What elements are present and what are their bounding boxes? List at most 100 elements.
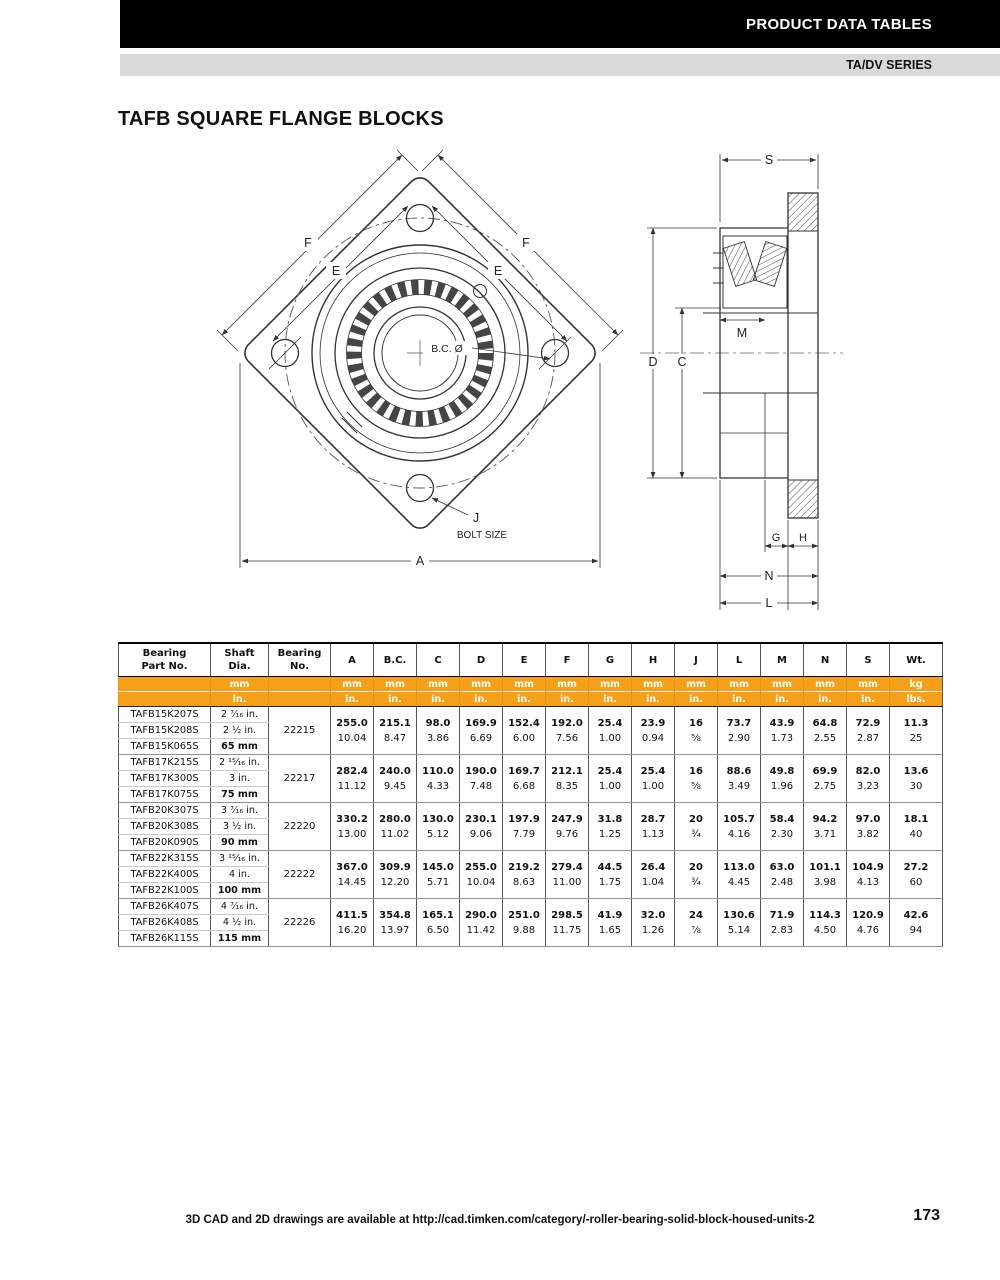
dimension-in-value: 30 — [909, 780, 923, 792]
units-top: mm — [417, 677, 459, 692]
bearing-part-number: TAFB20K307S — [118, 802, 211, 819]
dimension-mm-value: 58.4 — [769, 813, 795, 825]
dimension-in-value: 3.86 — [426, 732, 450, 744]
shaft-diameter: 75 mm — [210, 786, 269, 803]
dimension-mm-value: 219.2 — [508, 861, 540, 873]
dimension-mm-value: 192.0 — [551, 717, 583, 729]
bearing-number: 22217 — [268, 754, 331, 803]
dim-label-m: M — [737, 326, 747, 340]
dimension-in-value: 6.68 — [512, 780, 536, 792]
dim-label-a: A — [416, 554, 425, 568]
units-top — [119, 677, 210, 692]
dimension-mm-value: 98.0 — [425, 717, 451, 729]
bearing-part-number: TAFB22K100S — [118, 882, 211, 899]
dimension-in-value: 9.88 — [512, 924, 536, 936]
units-bottom: in. — [517, 693, 531, 705]
dimension-mm-value: 197.9 — [508, 813, 540, 825]
series-bar: TA/DV SERIES — [120, 54, 1000, 76]
dimension-mm-value: 73.7 — [726, 717, 752, 729]
dimension-in-value: 4.76 — [856, 924, 880, 936]
bearing-part-number: TAFB26K115S — [118, 930, 211, 947]
bearing-part-number: TAFB15K207S — [118, 706, 211, 723]
column-header: H — [631, 642, 675, 677]
dim-label-n: N — [764, 569, 773, 583]
units-cell — [268, 676, 331, 707]
dimension-mm-value: 20 — [689, 861, 703, 873]
dimension-mm-value: 104.9 — [852, 861, 884, 873]
series-label: TA/DV SERIES — [846, 58, 932, 72]
dimension-mm-value: 28.7 — [640, 813, 666, 825]
shaft-diameter: 3 in. — [210, 770, 269, 787]
page-number: 173 — [913, 1207, 940, 1224]
dimension-mm-value: 44.5 — [597, 861, 623, 873]
dimension-mm-value: 11.3 — [903, 717, 929, 729]
dim-label-l: L — [766, 596, 773, 610]
dimension-mm-value: 145.0 — [422, 861, 454, 873]
units-bottom: in. — [689, 693, 703, 705]
dimension-cell: 98.0 3.86 — [416, 706, 460, 755]
dimension-in-value: ¾ — [691, 876, 701, 888]
dimension-mm-value: 279.4 — [551, 861, 583, 873]
dimension-mm-value: 330.2 — [336, 813, 368, 825]
units-bottom — [119, 692, 210, 706]
units-bottom: in. — [232, 693, 247, 705]
dimension-mm-value: 25.4 — [640, 765, 666, 777]
bearing-part-number: TAFB15K065S — [118, 738, 211, 755]
banner-title: PRODUCT DATA TABLES — [746, 15, 932, 33]
column-header: D — [459, 642, 503, 677]
dimension-in-value: ⅝ — [691, 780, 701, 792]
shaft-diameter: 2 ⁷⁄₁₆ in. — [210, 706, 269, 723]
dimension-mm-value: 255.0 — [336, 717, 368, 729]
dimension-mm-value: 240.0 — [379, 765, 411, 777]
bearing-part-number: TAFB22K400S — [118, 866, 211, 883]
dimension-in-value: 60 — [909, 876, 923, 888]
dimension-mm-value: 16 — [689, 765, 703, 777]
dimension-in-value: 1.04 — [641, 876, 665, 888]
column-header: C — [416, 642, 460, 677]
dimension-in-value: 5.12 — [426, 828, 450, 840]
column-header: A — [330, 642, 374, 677]
dimension-cell: 73.7 2.90 — [717, 706, 761, 755]
column-header: N — [803, 642, 847, 677]
dimension-in-value: 7.48 — [469, 780, 493, 792]
dimension-in-value: 2.90 — [727, 732, 751, 744]
bearing-number: 22226 — [268, 898, 331, 947]
dimension-in-value: 11.00 — [552, 876, 582, 888]
dimension-in-value: 2.83 — [770, 924, 794, 936]
column-header: Shaft Dia. — [210, 642, 269, 677]
units-bottom: lbs. — [906, 693, 926, 705]
bearing-part-number: TAFB20K090S — [118, 834, 211, 851]
top-banner: PRODUCT DATA TABLES — [120, 0, 1000, 48]
dimension-in-value: 1.75 — [598, 876, 622, 888]
dimension-mm-value: 32.0 — [640, 909, 666, 921]
dimension-in-value: 3.98 — [813, 876, 837, 888]
bearing-number: 22215 — [268, 706, 331, 755]
dimension-in-value: 11.12 — [337, 780, 367, 792]
shaft-diameter: 4 ½ in. — [210, 914, 269, 931]
